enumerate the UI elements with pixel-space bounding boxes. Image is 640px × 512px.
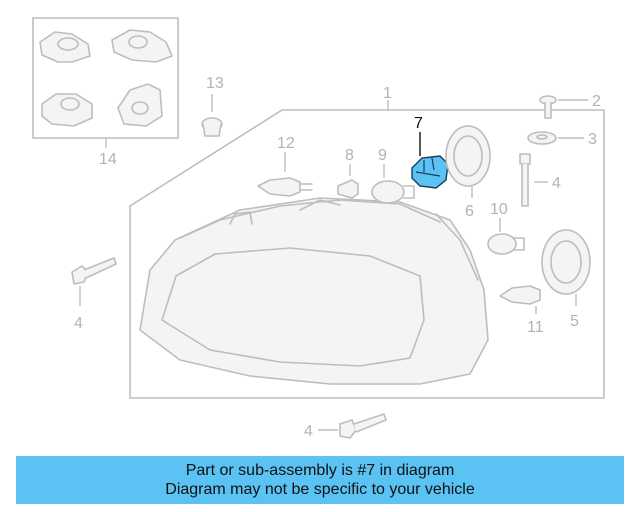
bolt-part-4-left[interactable] (71, 257, 117, 285)
banner-line-2: Diagram may not be specific to your vehi… (165, 481, 475, 498)
bulb-part-8[interactable] (337, 179, 359, 199)
callout-4-left[interactable]: 4 (74, 315, 83, 332)
callout-9[interactable]: 9 (378, 147, 387, 164)
bulb-part-9[interactable] (371, 180, 415, 204)
callout-7[interactable]: 7 (414, 115, 423, 132)
headlamp-assembly-part-1[interactable] (129, 109, 605, 399)
callout-13[interactable]: 13 (206, 75, 224, 92)
cover-cap-part-5[interactable] (541, 229, 591, 295)
bracket-upper-right (111, 29, 173, 63)
grommet-part-13[interactable] (201, 117, 223, 137)
bulb-part-11[interactable] (499, 285, 541, 305)
bracket-lower-right (117, 83, 163, 127)
washer-part-3[interactable] (527, 131, 557, 145)
callout-5[interactable]: 5 (570, 313, 579, 330)
callout-10[interactable]: 10 (490, 201, 508, 218)
screw-part-2[interactable] (539, 95, 557, 119)
banner-line-1: Part or sub-assembly is #7 in diagram (185, 462, 455, 479)
callout-11[interactable]: 11 (527, 319, 544, 336)
callout-12[interactable]: 12 (277, 135, 295, 152)
callout-3[interactable]: 3 (588, 131, 597, 148)
callout-4-right[interactable]: 4 (552, 175, 561, 192)
bulb-part-12[interactable] (257, 177, 313, 197)
callout-14[interactable]: 14 (99, 151, 117, 168)
cover-part-6[interactable] (445, 125, 491, 187)
callout-6[interactable]: 6 (465, 203, 474, 220)
bulb-part-10[interactable] (487, 233, 525, 255)
bolt-part-4-right[interactable] (519, 153, 531, 207)
callout-4-bottom[interactable]: 4 (304, 423, 313, 440)
bulb-socket-part-7[interactable] (411, 155, 449, 189)
bracket-upper-left (39, 31, 91, 63)
callout-2[interactable]: 2 (592, 93, 601, 110)
bracket-lower-left (41, 93, 93, 127)
callout-1[interactable]: 1 (383, 85, 392, 102)
bolt-part-4-bottom[interactable] (339, 413, 387, 439)
inset-box-part-14[interactable] (32, 17, 179, 139)
callout-8[interactable]: 8 (345, 147, 354, 164)
info-banner: Part or sub-assembly is #7 in diagram Di… (16, 456, 624, 504)
